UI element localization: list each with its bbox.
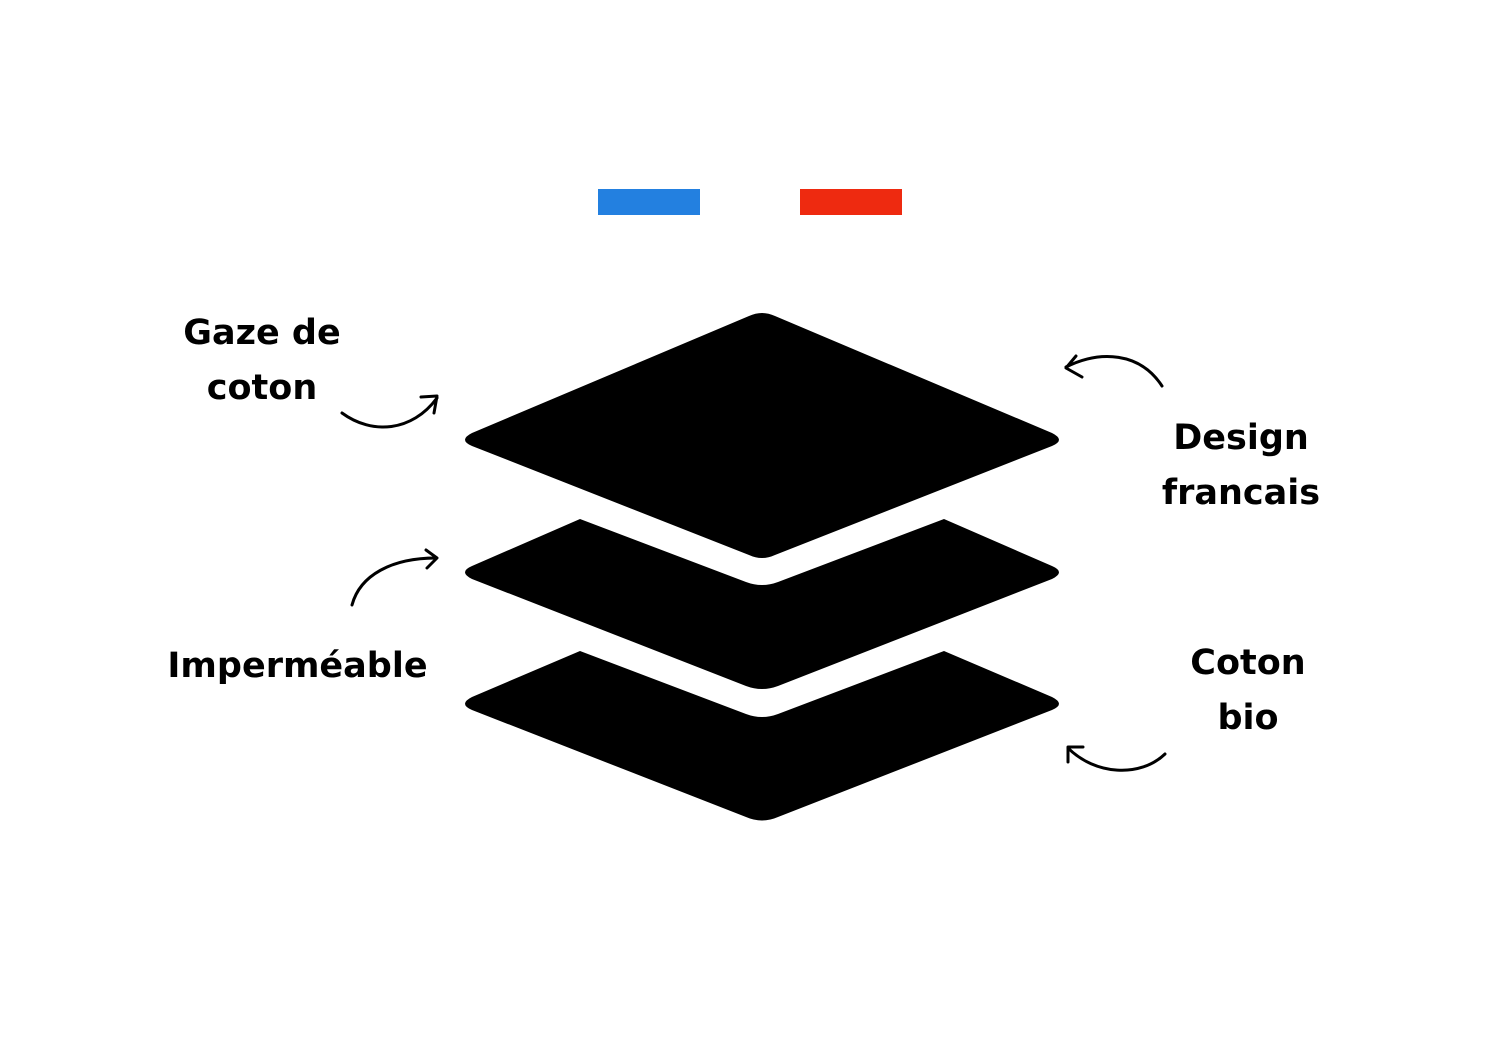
- arrow-impermeable-icon: [350, 548, 439, 607]
- flag-red-stripe: [800, 189, 902, 215]
- flag-blue-stripe: [598, 189, 700, 215]
- label-design-francais: Design francais: [1131, 411, 1351, 521]
- label-coton-line2: bio: [1217, 698, 1279, 738]
- arrow-coton-icon: [1066, 745, 1167, 772]
- arrow-gaze-icon: [340, 394, 439, 429]
- label-coton-line1: Coton: [1190, 643, 1306, 683]
- label-design-line2: francais: [1161, 473, 1321, 513]
- arrow-design-icon: [1064, 354, 1164, 388]
- label-gaze-de-coton: Gaze de coton: [162, 306, 362, 416]
- layer-middle: [465, 519, 1059, 689]
- layer-bottom: [465, 651, 1059, 821]
- label-impermeable: Imperméable: [150, 639, 445, 694]
- label-impermeable-line1: Imperméable: [167, 646, 428, 686]
- label-gaze-line2: coton: [206, 368, 318, 408]
- label-design-line1: Design: [1173, 418, 1309, 458]
- layer-top: [465, 313, 1059, 558]
- label-coton-bio: Coton bio: [1158, 636, 1338, 746]
- label-gaze-line1: Gaze de: [183, 313, 341, 353]
